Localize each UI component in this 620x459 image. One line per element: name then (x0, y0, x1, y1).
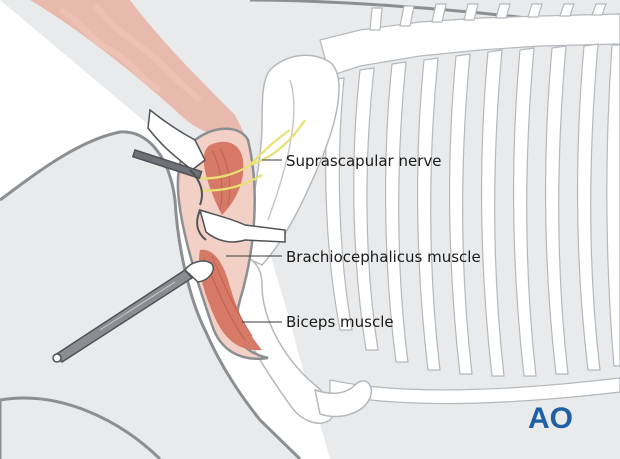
forearm-bones (313, 380, 372, 418)
label-biceps-muscle: Biceps muscle (286, 313, 394, 331)
upper-retractor (131, 108, 206, 206)
label-suprascapular-nerve: Suprascapular nerve (286, 152, 442, 170)
spine (319, 13, 620, 77)
biceps-muscle (199, 249, 262, 351)
brachiocephalicus-neck (30, 0, 245, 137)
suprascapular-nerve-drawing (194, 119, 306, 192)
rib-cage (319, 3, 620, 405)
body-outline (0, 130, 302, 459)
neck-muscle-texture (58, 3, 202, 103)
brachiocephalicus-muscle (203, 141, 244, 215)
scapula (239, 54, 340, 266)
ao-logo: AO (528, 402, 573, 435)
middle-retractor (196, 208, 286, 243)
vertebra-spines (369, 3, 607, 31)
label-brachiocephalicus-muscle: Brachiocephalicus muscle (286, 248, 481, 266)
belly-outline (0, 396, 162, 459)
forceps (52, 260, 214, 363)
